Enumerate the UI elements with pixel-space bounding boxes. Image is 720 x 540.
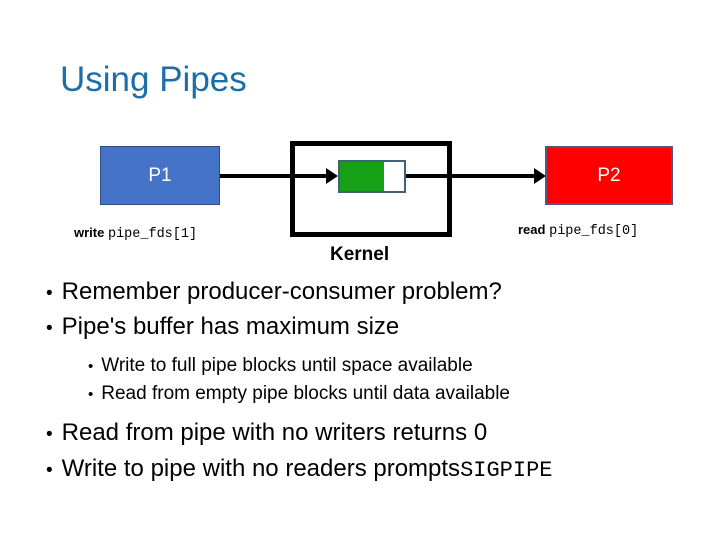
- caption-write-keyword: write: [74, 225, 105, 240]
- pipe-diagram: P1 P2 write pipe_fds[1] read pipe_fds[0]…: [74, 141, 673, 265]
- bullet-text-prefix: Write to pipe with no readers prompts: [61, 455, 461, 482]
- bullet-marker-icon: •: [46, 460, 53, 481]
- caption-read-fd: read pipe_fds[0]: [518, 222, 638, 239]
- bullet-item: • Pipe's buffer has maximum size: [46, 313, 399, 343]
- pipe-buffer-filled-portion: [340, 162, 384, 191]
- kernel-boundary-box: [290, 141, 452, 237]
- caption-read-keyword: read: [518, 222, 546, 237]
- sub-bullet-item: • Read from empty pipe blocks until data…: [88, 382, 510, 406]
- caption-write-fd: write pipe_fds[1]: [74, 225, 197, 242]
- pipe-buffer-empty-portion: [383, 162, 404, 191]
- sub-bullet-item: • Write to full pipe blocks until space …: [88, 354, 473, 378]
- caption-read-code: pipe_fds[0]: [549, 224, 639, 239]
- bullet-item: • Read from pipe with no writers returns…: [46, 419, 487, 449]
- pipe-buffer: [338, 160, 406, 193]
- arrow-kernel-to-p2-head-icon: [534, 168, 546, 184]
- bullet-marker-icon: •: [46, 424, 53, 445]
- page-title: Using Pipes: [60, 60, 247, 99]
- process-label-p2: P2: [597, 164, 621, 186]
- bullet-text: Pipe's buffer has maximum size: [61, 313, 400, 340]
- process-box-p2: P2: [545, 146, 673, 205]
- sub-bullet-text: Read from empty pipe blocks until data a…: [101, 383, 510, 404]
- bullet-marker-icon: •: [46, 318, 53, 339]
- bullet-item: • Remember producer-consumer problem?: [46, 278, 502, 308]
- bullet-text: Remember producer-consumer problem?: [61, 278, 502, 305]
- caption-write-code: pipe_fds[1]: [107, 227, 198, 242]
- bullet-item: • Write to pipe with no readers prompts …: [46, 455, 552, 485]
- bullet-marker-icon: •: [88, 358, 94, 375]
- arrow-p1-to-kernel-head-icon: [326, 168, 338, 184]
- bullet-marker-icon: •: [46, 283, 53, 304]
- kernel-label: Kernel: [330, 244, 390, 265]
- bullet-text: Read from pipe with no writers returns 0: [61, 419, 488, 446]
- process-box-p1: P1: [100, 146, 220, 205]
- arrow-p1-to-kernel-line: [220, 174, 333, 178]
- process-label-p1: P1: [148, 164, 172, 186]
- arrow-kernel-to-p2-line: [406, 174, 543, 178]
- bullet-text-signal-code: SIGPIPE: [460, 458, 553, 483]
- bullet-marker-icon: •: [88, 386, 94, 403]
- sub-bullet-text: Write to full pipe blocks until space av…: [101, 355, 473, 376]
